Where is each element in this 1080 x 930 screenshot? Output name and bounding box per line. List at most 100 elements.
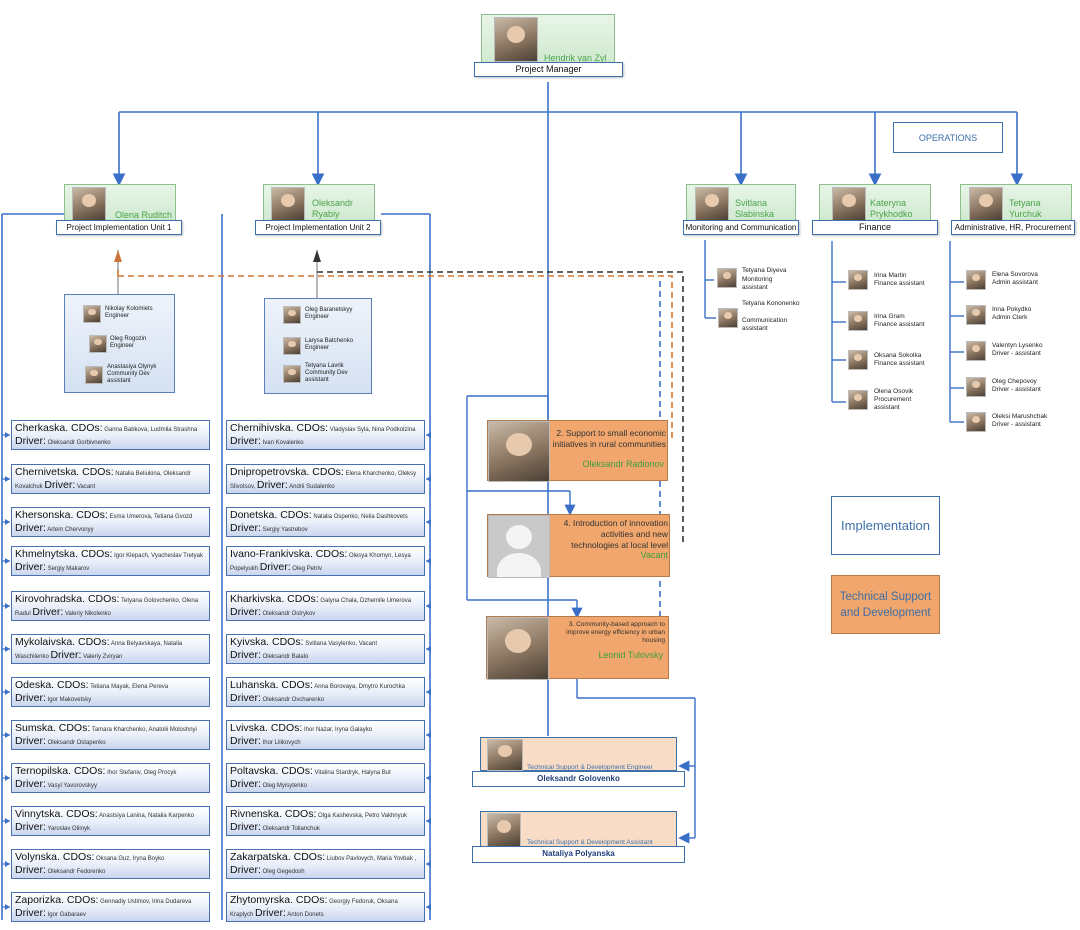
oblast-box[interactable]: Odeska. CDOs: Tetiana Mayak, Elena Perev… xyxy=(11,677,210,707)
arrow-head-icon xyxy=(5,904,10,910)
driver-label: Driver: xyxy=(230,435,261,447)
driver-label: Driver: xyxy=(15,435,46,447)
person-name: Oleksandr Ryabiy xyxy=(312,198,354,219)
staff-role: Finance assistant xyxy=(874,360,925,367)
oblast-box[interactable]: Ternopilska. CDOs: Ihor Stefaniv, Oleg P… xyxy=(11,763,210,793)
driver-name: Andrii Sudalenko xyxy=(289,484,335,490)
arrow-head-icon xyxy=(426,861,431,867)
oblast-box[interactable]: Kirovohradska. CDOs: Tetyana Golovchenko… xyxy=(11,591,210,621)
unit-card-piu2[interactable]: Oleksandr Ryabiy xyxy=(263,184,375,222)
oblast-box[interactable]: Kyivska. CDOs: Svitlana Vasylenko, Vacan… xyxy=(226,634,425,664)
staff-name: Elena Suvorova xyxy=(992,271,1038,278)
person-photo xyxy=(717,268,737,288)
staff-name: Irina Gram xyxy=(874,313,905,320)
person-photo xyxy=(85,366,103,384)
person-photo xyxy=(969,187,1003,221)
person-name: Olena Ruditch xyxy=(115,210,173,220)
person-photo xyxy=(271,187,305,221)
person-photo xyxy=(848,350,868,370)
oblast-box[interactable]: Zakarpatska. CDOs: Liubov Pavlovych, Mar… xyxy=(226,849,425,879)
person-photo xyxy=(966,377,986,397)
oblast-box[interactable]: Donetska. CDOs: Natalia Ospenko, Nelia D… xyxy=(226,507,425,537)
staff-name: Irina Martin xyxy=(874,272,907,279)
project-manager-card[interactable]: Hendrik van Zyl xyxy=(481,14,615,64)
oblast-box[interactable]: Zhytomyrska. CDOs: Georgiy Fedoruk, Oksa… xyxy=(226,892,425,922)
unit-card-finance[interactable]: Kateryna Prykhodko xyxy=(819,184,931,222)
oblast-box[interactable]: Chernihivska. CDOs: Vladyslav Syla, Nina… xyxy=(226,420,425,450)
staff-role: Admin assistant xyxy=(992,279,1038,286)
driver-name: Yaroslav Oliinyk xyxy=(47,826,91,832)
oblast-title: Dnipropetrovska. CDOs: xyxy=(230,466,344,478)
oblast-box[interactable]: Ivano-Frankivska. CDOs: Olesya Khomyn, L… xyxy=(226,546,425,576)
driver-name: Anton Donets xyxy=(287,912,324,918)
driver-name: Oleksandr Ostapenko xyxy=(47,740,106,746)
driver-name: Valeriy Nikolenko xyxy=(64,611,111,617)
staff-role: Finance assistant xyxy=(874,321,925,328)
unit-card-piu1[interactable]: Olena Ruditch xyxy=(64,184,176,222)
staff-role: Driver - assistant xyxy=(992,350,1041,357)
driver-label: Driver: xyxy=(15,864,46,876)
oblast-box[interactable]: Mykolaivska. CDOs: Anna Belyavskaya, Nat… xyxy=(11,634,210,664)
oblast-box[interactable]: Khersonska. CDOs: Esma Umerova, Tetiana … xyxy=(11,507,210,537)
staff-role: Engineer xyxy=(305,345,330,351)
piu2-staff-box: Oleg Baranetskyy Engineer Larysa Batchen… xyxy=(264,298,372,394)
oblast-box[interactable]: Lvivska. CDOs: Ihor Nazar, Iryna Galayko… xyxy=(226,720,425,750)
oblast-box[interactable]: Poltavska. CDOs: Vitalina Stardryk, Haly… xyxy=(226,763,425,793)
tech-support-name-assistant: Nataliya Polyanska xyxy=(472,846,685,863)
oblast-box[interactable]: Vinnytska. CDOs: Anastsiya Lanina, Natal… xyxy=(11,806,210,836)
component-lead: Oleksandr Radionov xyxy=(582,459,664,469)
person-photo xyxy=(72,187,106,221)
person-photo xyxy=(718,308,738,328)
tech-support-card-assistant[interactable]: Technical Support & Development Assistan… xyxy=(480,811,677,847)
oblast-title: Ivano-Frankivska. CDOs: xyxy=(230,548,348,560)
oblast-box[interactable]: Sumska. CDOs: Tamara Kharchenko, Anatoli… xyxy=(11,720,210,750)
unit-card-admin[interactable]: Tetyana Yurchuk xyxy=(960,184,1072,222)
unit-card-monitoring[interactable]: Svitlana Slabinska xyxy=(686,184,796,222)
oblast-box[interactable]: Zaporizka. CDOs: Gennadiy Ustimov, Irina… xyxy=(11,892,210,922)
component-box-4[interactable]: 4. Introduction of innovation activities… xyxy=(487,514,670,578)
staff-name: Tetyana Diyeva xyxy=(742,267,787,274)
staff-name: Olena Osovik xyxy=(874,388,914,395)
project-manager-label: Project Manager xyxy=(474,62,623,77)
tech-support-card-engineer[interactable]: Technical Support & Development Engineer xyxy=(480,737,677,771)
person-name: Hendrik van Zyl xyxy=(544,53,607,63)
driver-label: Driver: xyxy=(15,778,46,790)
component-box-2[interactable]: 2. Support to small economic initiatives… xyxy=(487,420,668,482)
oblast-title: Zaporizka. CDOs: xyxy=(15,894,99,906)
driver-name: Valeriy Zviryan xyxy=(83,654,123,660)
staff-role: Driver - assistant xyxy=(992,421,1041,428)
driver-name: Igor Makovetsky xyxy=(47,697,92,703)
oblast-title: Khmelnytska. CDOs: xyxy=(15,548,113,560)
driver-label: Driver: xyxy=(230,522,261,534)
oblast-title: Chernihivska. CDOs: xyxy=(230,422,329,434)
person-photo xyxy=(966,341,986,361)
oblast-box[interactable]: Luhanska. CDOs: Anna Borovaya, Dmytro Ku… xyxy=(226,677,425,707)
person-photo xyxy=(488,515,550,578)
arrow-head-icon xyxy=(426,775,431,781)
component-box-3[interactable]: 3. Community-based approach to improve e… xyxy=(486,616,669,680)
staff-role: Engineer xyxy=(305,314,330,320)
oblast-box[interactable]: Rivnenska. CDOs: Olga Kashevska, Petro V… xyxy=(226,806,425,836)
oblast-box[interactable]: Kharkivska. CDOs: Galyna Chala, Dzhemile… xyxy=(226,591,425,621)
oblast-cdos-cont: Kovalchuk xyxy=(15,484,43,490)
oblast-title: Lvivska. CDOs: xyxy=(230,722,303,734)
staff-name: Inna Pokydko xyxy=(992,306,1032,313)
oblast-box[interactable]: Chernivetska. CDOs: Natalia Beliukina, O… xyxy=(11,464,210,494)
driver-label: Driver: xyxy=(230,864,261,876)
oblast-title: Chernivetska. CDOs: xyxy=(15,466,114,478)
staff-name: Nikolay Kolomiets xyxy=(105,306,153,312)
oblast-box[interactable]: Dnipropetrovska. CDOs: Elena Kharchenko,… xyxy=(226,464,425,494)
arrow-up-icon xyxy=(313,250,321,262)
oblast-box[interactable]: Khmelnytska. CDOs: Igor Klepach, Vyaches… xyxy=(11,546,210,576)
oblast-box[interactable]: Cherkaska. CDOs: Ganna Babkova, Ludmila … xyxy=(11,420,210,450)
oblast-cdos: Natalia Ospenko, Nelia Dashkovets xyxy=(313,514,408,520)
unit-label-piu1: Project Implementation Unit 1 xyxy=(56,220,182,235)
oblast-title: Ternopilska. CDOs: xyxy=(15,765,106,777)
legend-implementation: Implementation xyxy=(831,496,940,555)
driver-name: Oleksandr Balalo xyxy=(262,654,309,660)
tech-support-name-engineer: Oleksandr Golovenko xyxy=(472,771,685,787)
driver-label: Driver: xyxy=(230,821,261,833)
staff-name: Oksana Sokolka xyxy=(874,352,922,359)
